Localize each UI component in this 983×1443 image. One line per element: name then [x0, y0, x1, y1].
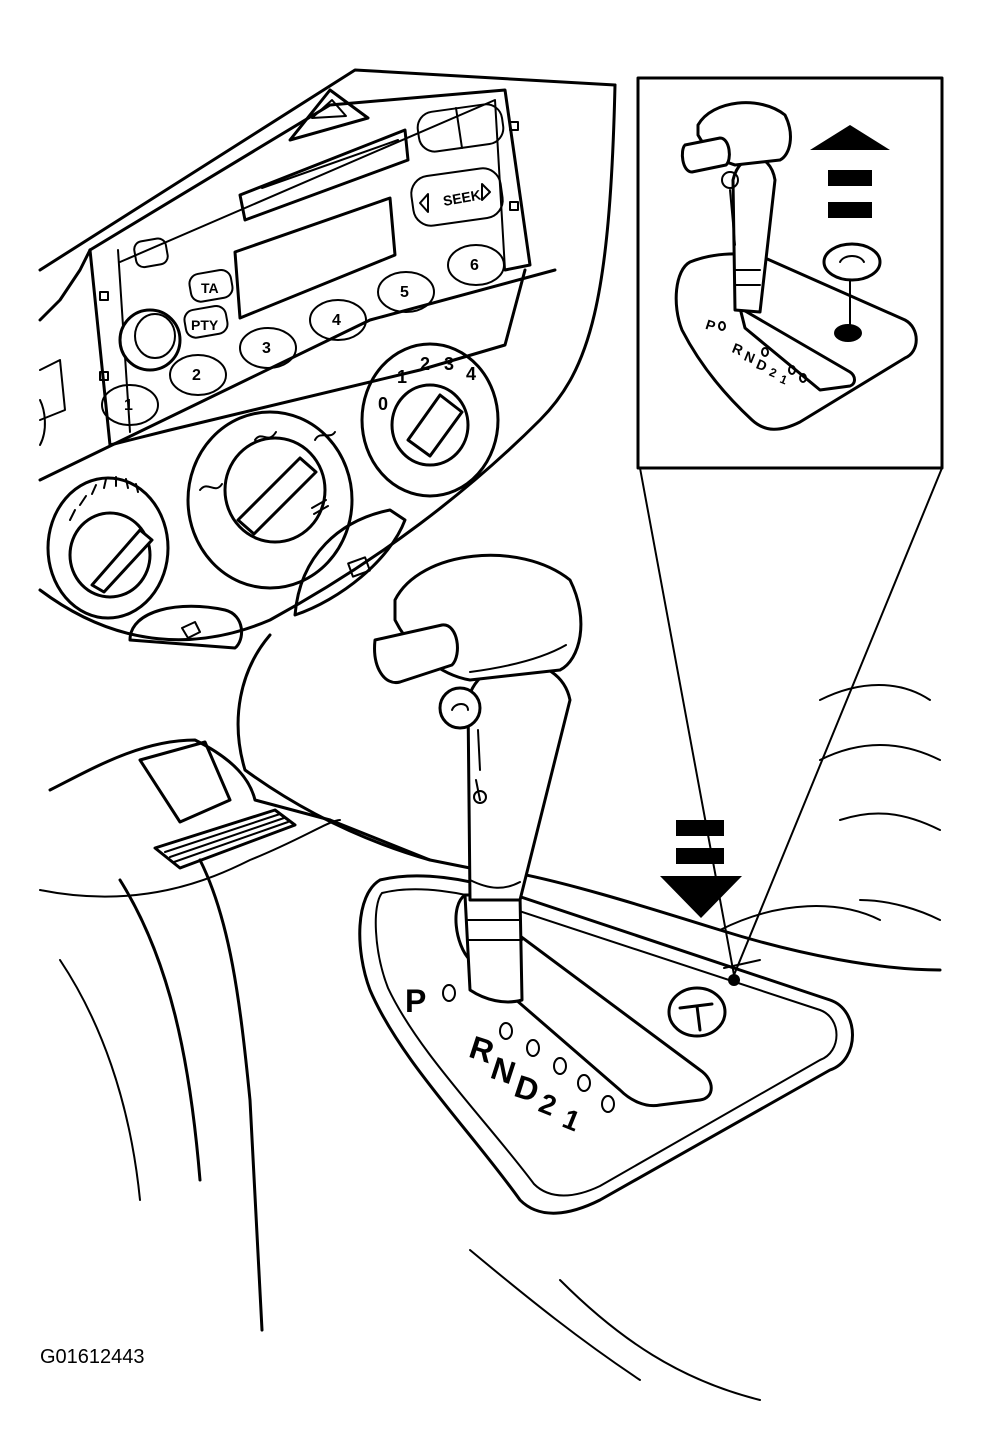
inset-label-2: 2	[767, 365, 779, 381]
dashboard	[38, 68, 617, 642]
fan-speed-dial: 0 1 2 3 4	[360, 342, 500, 498]
figure-id: G01612443	[40, 1346, 145, 1368]
pty-label: PTY	[191, 317, 219, 333]
shift-lock-override-icon	[667, 986, 727, 1038]
pull-up-arrow	[810, 125, 890, 218]
rear-vent	[153, 808, 297, 870]
shifter-lock-button	[373, 623, 459, 685]
ta-label: TA	[201, 280, 219, 296]
fan-pos-3: 3	[444, 354, 454, 374]
preset-button-6: 6	[447, 244, 505, 286]
preset-button-2: 2	[169, 354, 227, 396]
preset-button-5: 5	[377, 271, 435, 313]
ta-button	[188, 268, 234, 303]
volume-knob	[118, 308, 182, 372]
center-console	[39, 633, 942, 1401]
gear-indicator-lamps	[442, 984, 615, 1113]
gear-label-p: P	[405, 983, 426, 1019]
climate-controls: 0 1 2 3 4	[46, 342, 500, 650]
svg-text:5: 5	[400, 284, 409, 301]
detail-inset: P R N D 2 1	[636, 76, 944, 470]
leader-line	[733, 467, 943, 976]
gear-selector: P R N D 2 1	[358, 553, 854, 1215]
ac-switch	[293, 508, 407, 617]
fan-pos-2: 2	[420, 354, 430, 374]
hazard-button	[288, 88, 370, 142]
rear-defrost-switch	[128, 604, 244, 650]
svg-text:1: 1	[124, 397, 133, 414]
lock-release-plug	[822, 242, 882, 282]
radio-display	[233, 196, 397, 320]
svg-text:3: 3	[262, 340, 271, 357]
pty-button	[183, 304, 229, 339]
preset-button-4: 4	[309, 299, 367, 341]
key-slot	[438, 686, 482, 730]
svg-text:2: 2	[192, 367, 201, 384]
shift-lock-access-hole	[728, 974, 740, 986]
fan-pos-1: 1	[397, 367, 407, 387]
svg-text:4: 4	[332, 312, 341, 329]
shifter-lever	[466, 661, 572, 902]
fan-pos-4: 4	[466, 364, 476, 384]
radio-unit: SEEK TA PTY 1 2 3 4 5	[88, 99, 527, 447]
preset-button-3: 3	[239, 327, 297, 369]
push-down-arrow	[660, 820, 742, 918]
air-distribution-dial	[186, 410, 354, 590]
fan-pos-0: 0	[378, 394, 388, 414]
inset-label-1: 1	[778, 372, 790, 388]
seek-label: SEEK	[442, 187, 482, 209]
inset-frame	[636, 76, 944, 470]
preset-button-1: 1	[101, 384, 159, 426]
temperature-dial	[46, 476, 170, 620]
svg-text:6: 6	[470, 257, 479, 274]
